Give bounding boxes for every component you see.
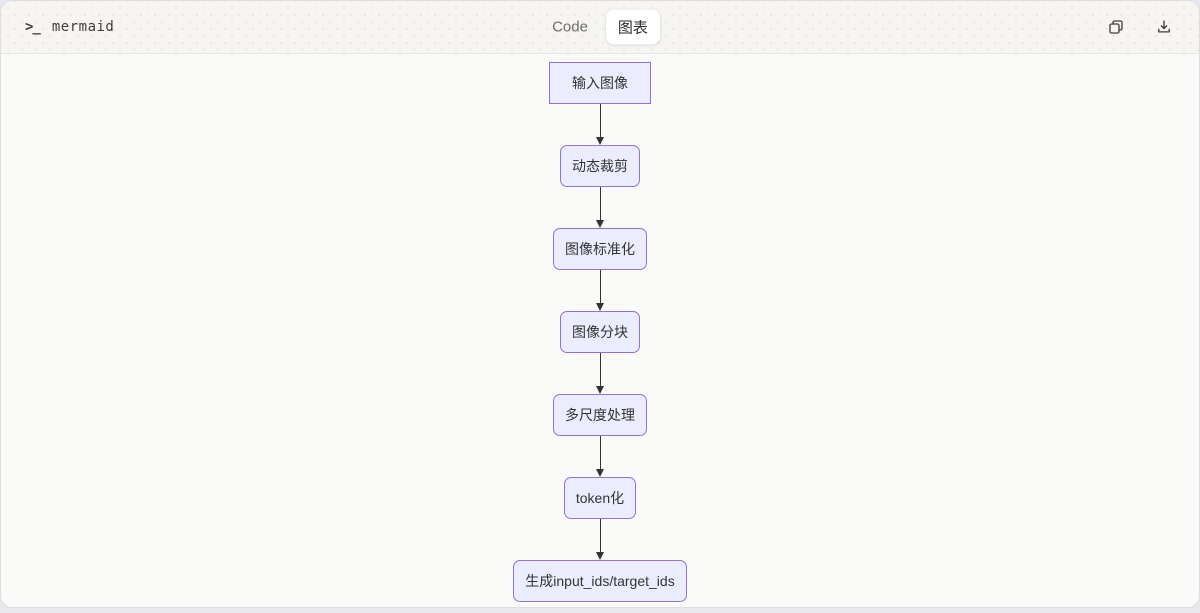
artifact-header: >_ mermaid Code 图表 [1, 1, 1199, 54]
tab-code[interactable]: Code [552, 18, 588, 36]
arrowhead-icon [596, 220, 604, 228]
flow-edge [595, 436, 605, 477]
flow-node-dynamic-crop: 动态裁剪 [560, 145, 640, 187]
arrowhead-icon [596, 552, 604, 560]
arrowhead-icon [596, 386, 604, 394]
diagram-canvas: 输入图像 动态裁剪 图像标准化 图像分块 多尺度处理 token化 生成inpu… [1, 54, 1199, 607]
flow-edge [595, 187, 605, 228]
flow-edge [595, 270, 605, 311]
flow-node-patchify: 图像分块 [560, 311, 640, 353]
flow-node-tokenize: token化 [563, 477, 637, 519]
download-icon [1158, 20, 1170, 33]
arrowhead-icon [596, 303, 604, 311]
view-toggle: Code 图表 [540, 9, 660, 45]
flow-edge [595, 104, 605, 145]
header-left: >_ mermaid [25, 19, 114, 35]
copy-icon [1109, 20, 1123, 34]
flow-node-generate-ids: 生成input_ids/target_ids [513, 560, 687, 602]
flow-node-normalize: 图像标准化 [553, 228, 647, 270]
download-button[interactable] [1153, 16, 1175, 38]
terminal-prompt-icon: >_ [25, 19, 41, 35]
arrowhead-icon [596, 137, 604, 145]
flow-edge [595, 353, 605, 394]
copy-button[interactable] [1105, 16, 1127, 38]
flow-node-input-image: 输入图像 [549, 62, 651, 104]
flow-node-multiscale: 多尺度处理 [553, 394, 647, 436]
header-actions [1105, 16, 1175, 38]
arrowhead-icon [596, 469, 604, 477]
flow-edge [595, 519, 605, 560]
artifact-title: mermaid [51, 19, 115, 35]
tab-diagram[interactable]: 图表 [605, 9, 660, 45]
